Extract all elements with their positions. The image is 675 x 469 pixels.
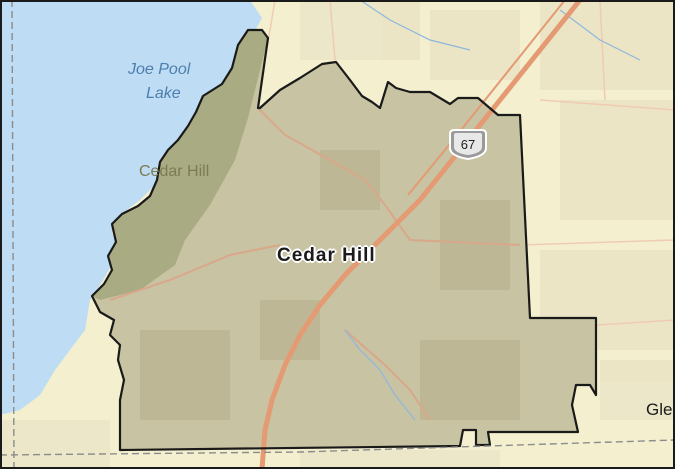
park-label: Cedar Hill [139,163,210,180]
city-label: Cedar Hill [277,245,376,266]
us-67-highway [259,0,583,469]
edge-city-label: Gle [646,400,673,419]
us-67-highway-frontage [407,0,566,196]
joe-pool-lake [0,0,262,415]
developed-areas [140,150,520,420]
county-line-bottom [0,439,675,456]
creeks [359,0,641,61]
city-roads [109,107,521,421]
county-line [11,0,15,469]
city-boundary-outline [90,28,598,452]
lake-label-line2: Lake [146,85,181,102]
cedar-hill-state-park [92,30,268,300]
lake-label-line1: Joe Pool [128,61,191,78]
city-creek [344,329,416,421]
us-highway-shield-icon: 67 [447,128,489,161]
shield-number: 67 [460,137,476,152]
